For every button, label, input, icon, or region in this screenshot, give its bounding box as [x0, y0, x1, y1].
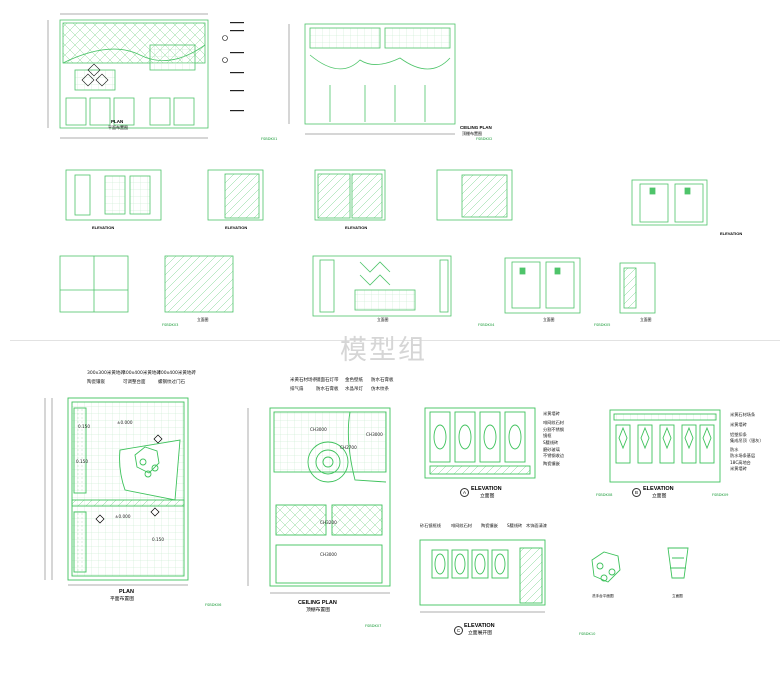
plan-note-1: 300x300米黄地砖	[87, 371, 125, 376]
elevation-b	[609, 409, 721, 483]
elev-title-2: ELEVATION	[225, 225, 248, 230]
ceiling-note-6: 水晶吊灯	[345, 387, 363, 392]
ceiling-room-1: CH3000	[310, 427, 327, 432]
stamp-7: FSBDK07	[365, 624, 382, 628]
ceiling-note-1: 米黄石材场条	[290, 378, 317, 383]
top-plan	[47, 13, 209, 139]
ceiling-note-7: 防水石膏板	[371, 378, 394, 383]
plan-title: PLAN	[119, 589, 134, 595]
elev-sub-4: 立面图	[640, 317, 652, 322]
bottom-plan	[44, 397, 189, 586]
stamp-9: FSBDK09	[712, 493, 729, 497]
plan-level-5: 0.150	[152, 537, 164, 542]
elev-c-note-1: 砂石镜框线	[420, 523, 441, 528]
plan-level-1: ±0.000	[117, 420, 133, 425]
plan-note-3: 400x400米黄地砖	[123, 371, 161, 376]
elev-a-note-3: 分割不锈钢	[543, 427, 564, 432]
elev-a-note-7: 不锈钢收边	[543, 453, 564, 458]
top-ceiling-plan	[288, 23, 456, 135]
bottom-plan-symbols	[95, 434, 163, 524]
elev-sub-1: 立面图	[197, 317, 209, 322]
plan-note-6: 螺钢纹过门石	[158, 380, 185, 385]
elev-sub-2: 立面图	[377, 317, 389, 322]
ceiling-note-4: 防水石膏板	[316, 387, 339, 392]
watermark: 模型组	[340, 335, 427, 366]
elev-b-subtitle: 立面图	[652, 494, 667, 499]
elev-a-subtitle: 立面图	[480, 494, 495, 499]
elevation-a	[424, 407, 536, 479]
elev-b-note-6: 防水场条基层	[730, 453, 756, 458]
elev-c-badge: C	[454, 626, 463, 635]
ceiling-note-8: 仿木纹条	[371, 387, 389, 392]
elev-c-note-5: 木饰面清漆	[526, 523, 547, 528]
ceiling-room-4: CH3200	[320, 520, 337, 525]
detail-plan	[591, 547, 689, 583]
stamp-3: FSBDK03	[162, 323, 179, 327]
ceiling-room-3: CH2700	[340, 445, 357, 450]
elev-a-note-2: 啡网纹石材	[543, 420, 564, 425]
elev-title-1: ELEVATION	[92, 225, 115, 230]
elev-c-note-3: 陶瓷镶嵌	[481, 523, 498, 528]
top-plan-title: PLAN	[111, 119, 124, 124]
elev-row1	[65, 169, 708, 226]
top-plan-notes	[230, 22, 244, 112]
elev-title-4: ELEVATION	[720, 231, 743, 236]
stamp-4: FSBDK04	[478, 323, 495, 327]
stamp-5: FSBDK05	[594, 323, 611, 327]
elev-a-note-5: S腰线砖	[543, 440, 559, 445]
stamp-10: FSBDK10	[579, 632, 596, 636]
plan-level-3: 0.150	[78, 424, 90, 429]
ceiling-note-5: 金色壁纸	[345, 378, 363, 383]
elev-row2	[59, 255, 656, 317]
plan-note-2: 陶瓷镶嵌	[87, 380, 105, 385]
elev-b-note-8: 米黄墙砖	[730, 466, 747, 471]
plan-level-4: 0.150	[76, 459, 88, 464]
elev-a-title: ELEVATION	[471, 486, 502, 492]
top-plan-subtitle: 平面布置图	[108, 125, 128, 130]
plan-note-5: 400x400米黄地砖	[158, 371, 196, 376]
elev-c-title: ELEVATION	[464, 623, 495, 629]
plan-level-2: ±0.000	[115, 514, 131, 519]
plan-note-4: 可调整台面	[123, 380, 146, 385]
elev-b-note-2: 米黄墙砖	[730, 422, 747, 427]
elev-a-note-8: 陶瓷镶嵌	[543, 461, 560, 466]
stamp-6: FSBDK06	[205, 603, 222, 607]
elev-c-note-2: 啡网纹石材	[451, 523, 472, 528]
ceiling-title: CEILING PLAN	[298, 600, 337, 606]
elev-c-subtitle: 立面展开图	[468, 631, 492, 636]
elev-b-badge: B	[632, 488, 641, 497]
ceiling-note-2: 排气扇	[290, 387, 304, 392]
sheet-divider	[10, 340, 780, 341]
top-ceiling-title: CEILING PLAN	[460, 125, 492, 130]
elev-c-note-4: S腰线砖	[507, 523, 523, 528]
elev-title-3: ELEVATION	[345, 225, 368, 230]
bottom-ceiling-plan	[247, 407, 391, 594]
top-plan-symbols	[81, 35, 228, 87]
ceiling-room-5: CH3000	[320, 552, 337, 557]
elev-sub-3: 立面图	[543, 317, 555, 322]
elev-a-note-1: 米黄墙砖	[543, 411, 560, 416]
elevation-c	[419, 539, 546, 613]
elev-a-note-6: 磨砂玻璃	[543, 447, 560, 452]
elev-b-note-3: 铝塑扣条	[730, 432, 747, 437]
stamp-1: FSBDK01	[261, 137, 278, 141]
ceiling-room-2: CH3000	[366, 432, 383, 437]
elev-a-badge: A	[460, 488, 469, 497]
ceiling-subtitle: 顶棚布置图	[306, 608, 330, 613]
elev-b-title: ELEVATION	[643, 486, 674, 492]
elev-b-note-4: 集成吊顶（银灰）	[730, 438, 764, 443]
elev-a-note-4: 镜框	[543, 433, 552, 438]
stamp-2: FSBDK02	[476, 137, 493, 141]
elev-b-note-1: 米黄石材场条	[730, 412, 756, 417]
plan-subtitle: 平面布置图	[110, 597, 134, 602]
detail-sub-2: 立面图	[672, 594, 683, 598]
elev-b-note-7: 18C高地台	[730, 460, 751, 465]
stamp-8: FSBDK08	[596, 493, 613, 497]
top-ceiling-subtitle: 顶棚布置图	[462, 131, 482, 136]
elev-b-note-5: 防水	[730, 447, 739, 452]
detail-sub-1: 洗手台平面图	[592, 594, 614, 598]
ceiling-note-3: 镜面石灯带	[316, 378, 339, 383]
